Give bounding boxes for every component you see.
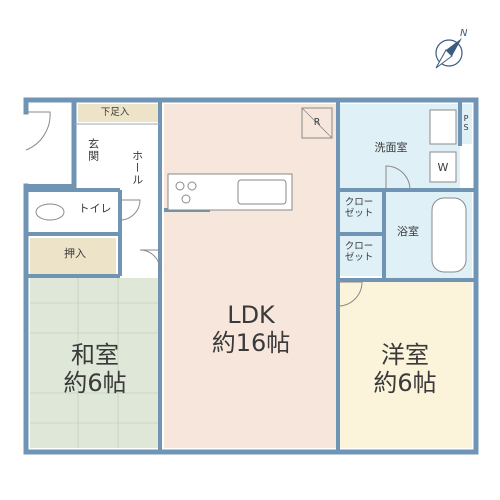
compass-circle-icon [435,39,463,67]
washbasin-icon [429,109,457,145]
washitsu-name: 和室 [71,341,119,369]
toilet-label: トイレ [78,202,112,215]
washitsu-size: 約6帖 [63,368,127,397]
washer-space [429,151,457,183]
closet2-fill [336,236,382,276]
washitsu-door-swing [139,249,161,271]
stove-burner-icon [175,181,185,191]
washitsu-fill [30,278,160,448]
genkan-label: 玄関 [86,138,100,162]
ldk-fill [164,104,336,448]
washroom-door-swing [385,165,411,191]
yoshitsu-size: 約6帖 [373,368,437,397]
fridge-label: R [313,117,321,128]
yoshitsu-fill [340,282,472,448]
compass-needle-icon [446,38,462,56]
oshiire-label: 押入 [64,247,86,260]
senmen-label: 洗面室 [374,141,408,154]
ldk-name: LDK [227,301,275,329]
closet1-fill [336,192,382,232]
getabako-fill [78,104,160,122]
oshiire-fill [30,238,116,274]
ps-label: P S [463,114,469,133]
sink-icon [237,179,287,205]
yokushitsu-label: 浴室 [397,225,419,238]
yoshitsu-name: 洋室 [381,341,429,369]
closet2-label: クロー ゼット [344,241,374,263]
fridge-space [301,107,333,139]
washer-label: W [437,161,449,174]
getabako-label: 下足入 [100,107,130,118]
ldk-size: 約16帖 [211,328,291,357]
compass-rose: N [426,28,472,76]
closet1-label: クロー ゼット [344,197,374,219]
toilet-door-swing [119,199,141,221]
ps-fill [460,104,472,144]
yoshitsu-door-swing [337,281,363,307]
compass-north-label: N [460,28,468,39]
entrance-door-swing [25,111,51,151]
hall-label: ホール [130,150,144,186]
bathtub-icon [431,197,467,273]
toilet-icon [35,203,65,221]
